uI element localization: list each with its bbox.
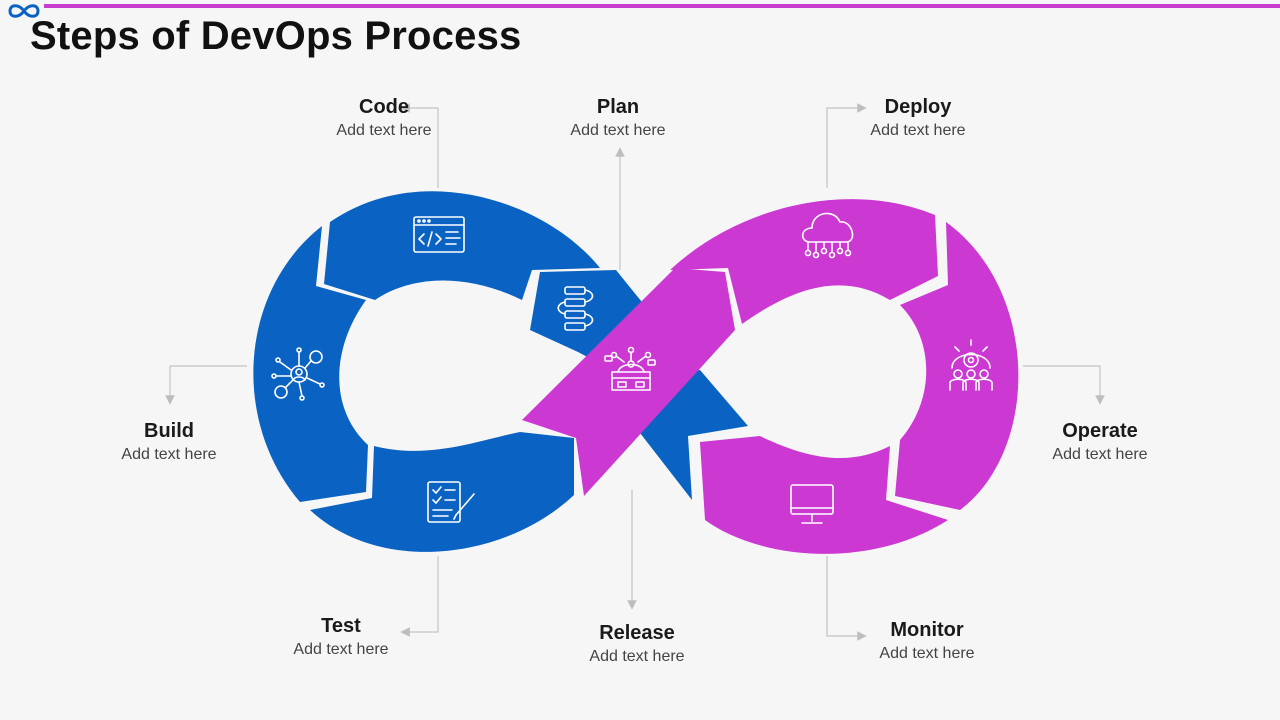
code-segment[interactable] <box>324 191 600 300</box>
step-test-text: Add text here <box>293 641 389 658</box>
step-monitor-text: Add text here <box>879 645 975 662</box>
step-deploy-title: Deploy <box>884 96 952 118</box>
deploy-segment[interactable] <box>670 199 938 324</box>
step-release-title: Release <box>599 622 675 644</box>
cloud-network-icon <box>801 212 854 259</box>
step-operate-text: Add text here <box>1052 446 1148 463</box>
page-title: Steps of DevOps Process <box>30 14 522 58</box>
step-plan: Plan Add text here <box>558 95 678 141</box>
operate-segment[interactable] <box>895 222 1019 510</box>
step-operate: Operate Add text here <box>1040 419 1160 465</box>
step-operate-title: Operate <box>1062 420 1138 442</box>
step-build: Build Add text here <box>109 419 229 465</box>
gear-team-icon <box>949 339 993 391</box>
step-release: Release Add text here <box>577 621 697 667</box>
code-window-icon <box>413 216 465 253</box>
test-segment[interactable] <box>310 432 574 552</box>
step-deploy: Deploy Add text here <box>858 95 978 141</box>
network-people-icon <box>271 347 325 401</box>
monitor-segment[interactable] <box>700 436 948 554</box>
build-segment[interactable] <box>253 226 368 502</box>
connector-lines <box>165 103 1105 641</box>
step-test-title: Test <box>321 615 361 637</box>
left-loop <box>253 191 748 552</box>
flowchart-icon <box>557 286 594 331</box>
release-arrow[interactable] <box>522 268 735 496</box>
infinity-logo-icon <box>8 4 40 18</box>
monitor-icon <box>790 484 834 524</box>
checklist-icon <box>427 481 475 523</box>
step-deploy-text: Add text here <box>870 122 966 139</box>
step-plan-text: Add text here <box>570 122 666 139</box>
step-code: Code Add text here <box>324 95 444 141</box>
step-plan-title: Plan <box>596 96 640 118</box>
step-monitor-title: Monitor <box>890 619 964 641</box>
step-build-title: Build <box>144 420 194 442</box>
top-accent-bar <box>44 4 1280 8</box>
step-monitor: Monitor Add text here <box>867 618 987 664</box>
step-code-text: Add text here <box>336 122 432 139</box>
step-build-text: Add text here <box>121 446 217 463</box>
release-box-icon <box>604 346 656 391</box>
step-test: Test Add text here <box>281 614 401 660</box>
right-loop <box>522 199 1019 554</box>
step-release-text: Add text here <box>589 648 685 665</box>
step-code-title: Code <box>359 96 409 118</box>
